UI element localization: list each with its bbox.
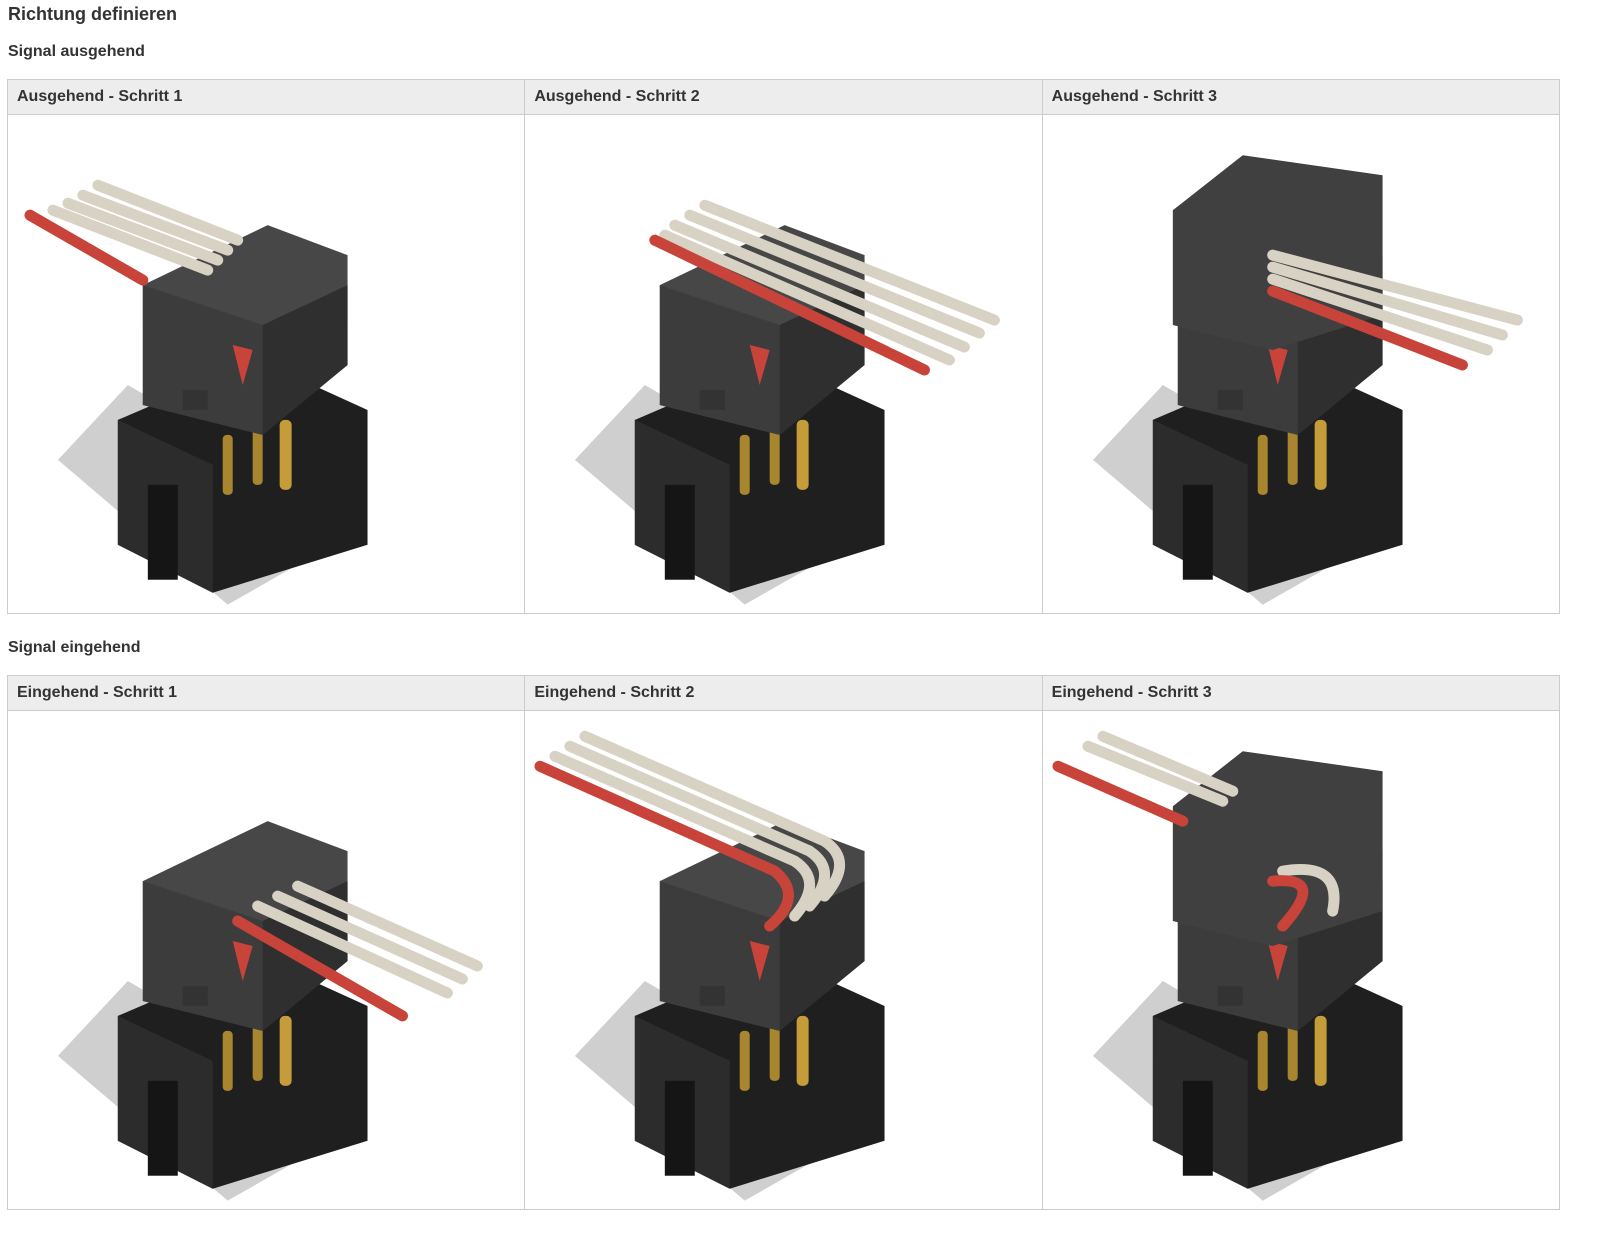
- column-header: Ausgehend - Schritt 3: [1041, 79, 1561, 115]
- connector-image-incoming-3: [1052, 730, 1403, 1201]
- column-header: Eingehend - Schritt 1: [6, 675, 526, 711]
- column-header: Eingehend - Schritt 2: [524, 675, 1043, 711]
- column-header: Ausgehend - Schritt 1: [6, 79, 526, 115]
- section-heading-outgoing: Signal ausgehend: [8, 43, 145, 60]
- connector-image-incoming-1: [57, 821, 483, 1201]
- connector-image-outgoing-2: [575, 199, 1001, 605]
- page-title: Richtung definieren: [8, 4, 178, 24]
- outgoing-steps-table: Ausgehend - Schritt 1 Ausgehend - Schrit…: [6, 79, 1561, 614]
- connector-image-outgoing-1: [24, 179, 368, 605]
- step-image-cell: [1041, 114, 1561, 614]
- section-heading-incoming: Signal eingehend: [8, 639, 141, 656]
- incoming-steps-table: Eingehend - Schritt 1 Eingehend - Schrit…: [6, 675, 1561, 1210]
- step-image-cell: [524, 114, 1043, 614]
- step-image-cell: [1041, 710, 1561, 1210]
- step-image-cell: [524, 710, 1043, 1210]
- connector-image-outgoing-3: [1092, 155, 1523, 605]
- connector-image-incoming-2: [534, 730, 885, 1201]
- step-image-cell: [6, 710, 526, 1210]
- column-header: Eingehend - Schritt 3: [1041, 675, 1561, 711]
- step-image-cell: [6, 114, 526, 614]
- column-header: Ausgehend - Schritt 2: [524, 79, 1043, 115]
